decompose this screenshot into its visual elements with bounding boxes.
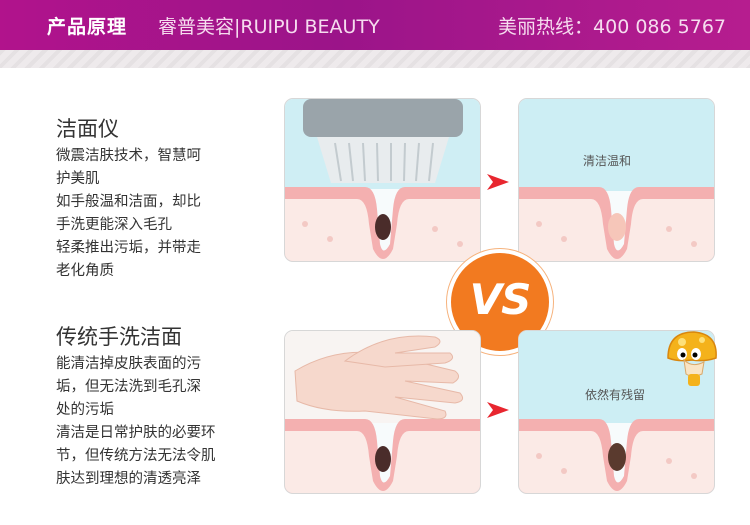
header-bar: 产品原理 睿普美容|RUIPU BEAUTY 美丽热线：400 086 5767 [0,0,750,50]
hotline: 美丽热线：400 086 5767 [498,16,726,38]
cleanser-title: 洁面仪 [56,117,119,141]
cleanser-description: 微震洁肤技术，智慧呵 护美肌 如手般温和洁面，却比 手洗更能深入毛孔 轻柔推出污… [56,145,256,283]
residue-caption: 依然有残留 [585,388,646,402]
description-line: 手洗更能深入毛孔 [56,217,172,233]
description-line: 处的污垢 [56,402,114,418]
description-line: 老化角质 [56,263,114,279]
description-line: 能清洁掉皮肤表面的污 [56,356,201,372]
vs-text: VS [469,275,532,324]
description-line: 肤达到理想的清透亮泽 [56,471,201,487]
arrow-right-icon [487,174,509,190]
clean-caption: 清洁温和 [583,154,632,168]
arrow-right-icon [487,402,509,418]
handwash-description: 能清洁掉皮肤表面的污 垢，但无法洗到毛孔深 处的污垢 清洁是日常护肤的必要环 节… [56,353,256,491]
section-title: 产品原理 [47,16,128,38]
cleanser-before-illustration [284,98,481,262]
handwash-before-illustration [284,330,481,494]
description-line: 轻柔推出污垢，并带走 [56,240,201,256]
description-line: 护美肌 [56,171,100,187]
description-line: 节，但传统方法无法令肌 [56,448,216,464]
decorative-band [0,50,750,68]
hands-image [294,335,464,420]
brand-name: 睿普美容|RUIPU BEAUTY [158,16,380,38]
handwash-title: 传统手洗洁面 [56,325,182,349]
cleanser-after-illustration: 清洁温和 [518,98,715,262]
mushroom-mascot-icon [667,331,717,386]
description-line: 如手般温和洁面，却比 [56,194,201,210]
description-line: 微震洁肤技术，智慧呵 [56,148,201,164]
description-line: 清洁是日常护肤的必要环 [56,425,216,441]
description-line: 垢，但无法洗到毛孔深 [56,379,201,395]
